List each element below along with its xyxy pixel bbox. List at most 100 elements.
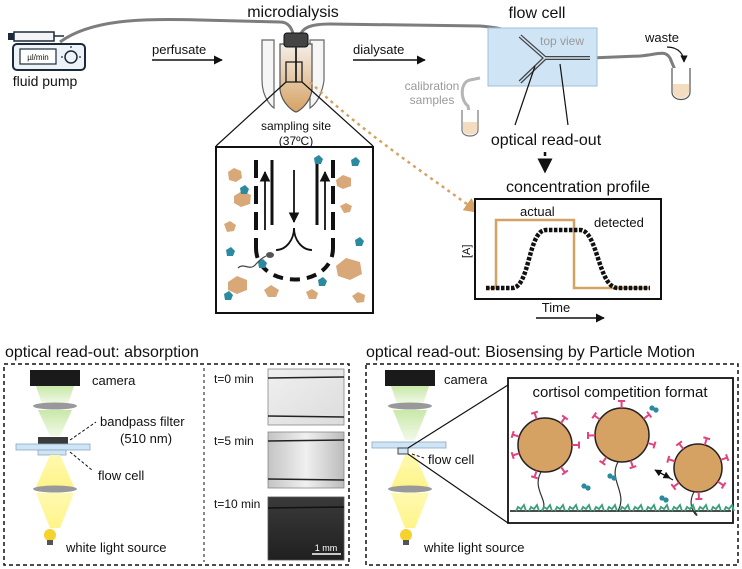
cortisol-molecule — [611, 475, 617, 481]
bpm-light-label: white light source — [423, 540, 524, 555]
antibody — [672, 481, 680, 488]
surface-analog — [541, 503, 553, 512]
actual-label: actual — [520, 204, 555, 219]
absorption-optics — [15, 370, 91, 545]
antibody-arm — [561, 469, 569, 476]
sampling-site-box — [215, 146, 374, 314]
surface-analog — [645, 503, 657, 512]
bead-tether — [614, 461, 622, 512]
antibody — [667, 458, 676, 463]
profile-title: concentration profile — [506, 179, 650, 196]
antibody — [533, 470, 538, 478]
antibody-arm — [725, 453, 730, 462]
antibody-arm — [629, 465, 637, 470]
surface-analog — [632, 503, 644, 512]
bead-layer — [510, 399, 735, 516]
surface-analog — [723, 503, 735, 512]
antibody — [512, 452, 520, 457]
calibration-label-2: samples — [410, 93, 455, 107]
bead-tether — [690, 491, 698, 516]
calibration-tubing — [460, 76, 481, 119]
antibody — [629, 460, 634, 468]
camera-icon — [30, 370, 80, 386]
fluid-pump — [8, 31, 86, 71]
antibody — [593, 414, 601, 421]
antibody-arm — [652, 441, 657, 449]
surface-analog — [658, 503, 670, 512]
bpm-camera-label: camera — [444, 372, 488, 387]
detected-series — [486, 227, 650, 291]
antibody — [703, 437, 708, 446]
calibration-label-1: calibration — [405, 79, 460, 93]
flow-cell-top-view — [487, 27, 598, 87]
syringe-icon — [13, 31, 55, 42]
concentration-profile-chart — [474, 198, 662, 300]
bpm-title: optical read-out: Biosensing by Particle… — [366, 344, 695, 361]
sampling-temp-label: (37ºC) — [279, 134, 313, 148]
cortisol-molecule — [663, 497, 669, 503]
bead — [673, 443, 723, 493]
surface-analog — [710, 503, 722, 512]
waste-label: waste — [644, 30, 679, 45]
absorption-title: optical read-out: absorption — [5, 344, 199, 361]
perfusate-tubing — [59, 17, 296, 44]
bandpass-label: bandpass filter — [100, 414, 185, 429]
bead-motion-arrow-2 — [654, 469, 671, 479]
cortisol-format-title: cortisol competition format — [532, 384, 708, 401]
antibody — [560, 466, 566, 474]
antibody — [643, 413, 650, 420]
time-label-10: t=10 min — [214, 497, 260, 511]
bead — [517, 417, 573, 473]
antibody-arm — [510, 451, 515, 460]
time-label-5: t=5 min — [214, 434, 254, 448]
antibody-arm — [530, 475, 539, 480]
sampling-to-profile-arrow — [309, 81, 480, 214]
profile-xlabel: Time — [542, 300, 570, 315]
bead — [594, 407, 650, 463]
surface-analog — [580, 503, 592, 512]
antibody — [512, 433, 520, 438]
bpm-light-bulb-icon — [400, 529, 412, 545]
pump-dial-icon — [64, 50, 78, 64]
antibody — [717, 480, 725, 487]
pump-display: µl/min — [27, 53, 49, 62]
antibody-arm — [561, 414, 569, 421]
surface-analog — [619, 503, 631, 512]
antibody-arm — [720, 482, 727, 489]
flow-cell-side — [15, 443, 91, 451]
surface-analog — [684, 503, 696, 512]
perfusate-label: perfusate — [152, 42, 206, 57]
antibody — [720, 456, 728, 461]
surface-analog — [606, 503, 618, 512]
antibody-arm — [530, 410, 539, 415]
detected-label: detected — [594, 215, 644, 230]
antibody-arm — [670, 483, 677, 491]
antibody-arm — [591, 411, 598, 419]
antibody-arm — [510, 430, 515, 439]
surface-analog — [697, 503, 709, 512]
bpm-camera-icon — [385, 370, 435, 386]
antibody — [647, 442, 655, 447]
sampling-site-label: sampling site — [261, 119, 331, 133]
fluid-pump-label: fluid pump — [13, 73, 78, 89]
surface-analog — [554, 503, 566, 512]
waste-tube — [671, 68, 691, 101]
antibody — [533, 412, 538, 420]
microdialysis-label: microdialysis — [247, 4, 339, 21]
camera-label: camera — [92, 373, 136, 388]
bandpass-wavelength: (510 nm) — [120, 431, 172, 446]
light-bulb-icon — [44, 529, 56, 545]
surface-analog — [593, 503, 605, 512]
cortisol-molecule — [659, 495, 665, 501]
flow-cell-title: flow cell — [509, 5, 566, 22]
light-source-label-left: white light source — [65, 540, 166, 555]
antibody-arm — [703, 436, 711, 441]
bpm-optics — [371, 370, 447, 545]
antibody-arm — [646, 411, 653, 419]
antibody — [678, 442, 685, 450]
top-view-label: top view — [540, 34, 584, 48]
optical-readout-label: optical read-out — [491, 132, 602, 149]
scale-bar-label: 1 mm — [315, 543, 338, 553]
